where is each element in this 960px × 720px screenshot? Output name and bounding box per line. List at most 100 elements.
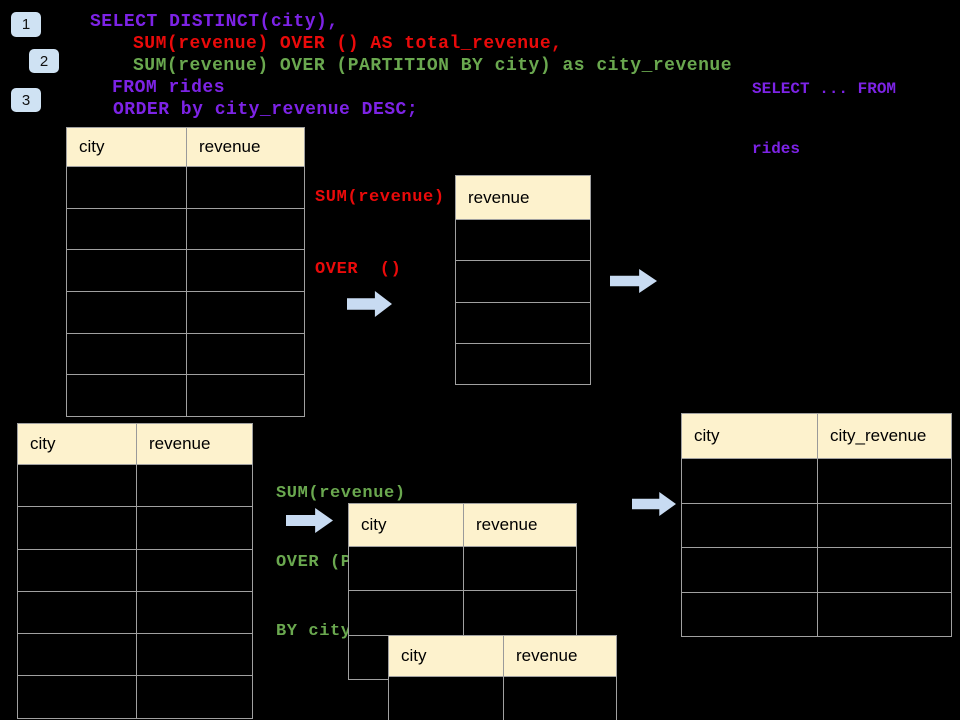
table-empty-cell [67,375,187,417]
table-empty-cell [137,634,252,675]
table-empty-cell [137,507,252,548]
sql-line-from: FROM rides [112,78,226,98]
column-header-revenue: revenue [468,187,530,207]
table-city-revenue-result: city city_revenue [681,413,952,637]
table-empty-row [18,506,252,549]
column-header-revenue: revenue [199,137,261,156]
table-empty-cell [137,676,252,717]
column-header-city: city [682,414,818,458]
table-empty-row [18,464,252,507]
table-empty-cell [67,250,187,292]
table-empty-row [682,591,951,637]
table-empty-cell [18,591,137,634]
table-empty-cell [67,333,187,375]
sql-line-total-revenue: SUM(revenue) OVER () AS total_revenue, [133,34,563,54]
table-empty-cell [67,292,187,333]
table-empty-row [18,633,252,676]
table-empty-cell [187,209,304,250]
column-header-city-revenue: city_revenue [830,426,927,445]
total-revenue-annotation-line1: SUM(revenue) [315,188,445,207]
table-empty-row [456,342,590,384]
table-empty-row [67,291,304,333]
table-empty-row [456,219,590,260]
table-empty-cell [456,344,590,384]
table-header-row: city revenue [389,636,616,676]
column-header-city: city [389,636,504,676]
sql-line-select: SELECT DISTINCT(city), [90,12,339,32]
column-header-city: city [349,504,464,546]
table-empty-cell [682,548,818,592]
sql-line-order-by: ORDER by city_revenue DESC; [113,100,419,120]
table-empty-row [682,458,951,503]
table-source-top: city revenue [66,127,305,418]
table-source-bottom: city revenue [17,423,253,719]
table-empty-row [67,207,304,250]
table-empty-cell [456,220,590,260]
table-empty-cell [18,634,137,676]
table-empty-row [389,676,616,720]
table-empty-row [67,332,304,375]
table-header-row: city city_revenue [682,414,951,458]
table-empty-cell [137,465,252,506]
table-header-row: revenue [456,176,590,219]
table-empty-row [349,546,576,591]
step-badge-3: 3 [11,88,41,112]
total-revenue-annotation-line2: OVER () [315,260,402,279]
partition-annotation-line1: SUM(revenue) [276,484,406,503]
table-empty-row [18,590,252,634]
table-empty-cell [818,504,951,548]
column-header-city: city [67,128,187,166]
step-badge-1: 1 [11,12,41,37]
table-empty-cell [18,549,137,591]
table-empty-row [349,590,576,635]
table-empty-cell [464,591,576,634]
table-empty-cell [818,593,951,637]
side-sql-snippet-line2: rides [752,140,801,158]
column-header-revenue: revenue [149,434,211,453]
side-sql-snippet-line1: SELECT ... FROM [752,80,897,98]
table-empty-row [682,502,951,548]
side-sql-snippet: SELECT ... FROM rides [752,39,896,199]
total-revenue-annotation: SUM(revenue) OVER () [315,138,445,330]
table-empty-cell [349,591,464,635]
table-header-row: city revenue [18,424,252,464]
table-empty-cell [18,676,137,718]
table-empty-cell [18,465,137,507]
table-empty-cell [818,459,951,503]
table-empty-cell [187,334,304,375]
arrow-right-icon-4 [632,492,676,516]
table-partition-front: city revenue [388,635,617,720]
column-header-revenue: revenue [516,646,578,665]
table-empty-cell [389,677,504,720]
table-empty-cell [682,503,818,547]
table-empty-row [456,301,590,343]
table-empty-cell [187,250,304,291]
arrow-right-icon-2 [610,269,657,293]
table-empty-row [456,260,590,301]
table-empty-cell [682,592,818,636]
table-empty-cell [349,547,464,591]
table-empty-cell [504,677,616,720]
table-empty-cell [18,507,137,549]
table-empty-cell [456,303,590,343]
table-empty-cell [456,261,590,301]
column-header-city: city [18,424,137,464]
table-empty-cell [187,292,304,333]
table-empty-cell [187,375,304,416]
table-empty-row [682,547,951,592]
table-empty-row [18,675,252,718]
table-empty-row [18,548,252,591]
table-empty-cell [67,208,187,250]
table-empty-row [67,374,304,417]
table-empty-cell [818,548,951,592]
table-empty-cell [67,167,187,208]
table-header-row: city revenue [349,504,576,546]
table-empty-row [67,249,304,292]
table-empty-cell [137,592,252,633]
column-header-revenue: revenue [476,515,538,534]
table-empty-row [67,166,304,208]
table-empty-cell [137,550,252,591]
step-badge-2: 2 [29,49,59,73]
sql-line-partition: SUM(revenue) OVER (PARTITION BY city) as… [133,56,732,76]
